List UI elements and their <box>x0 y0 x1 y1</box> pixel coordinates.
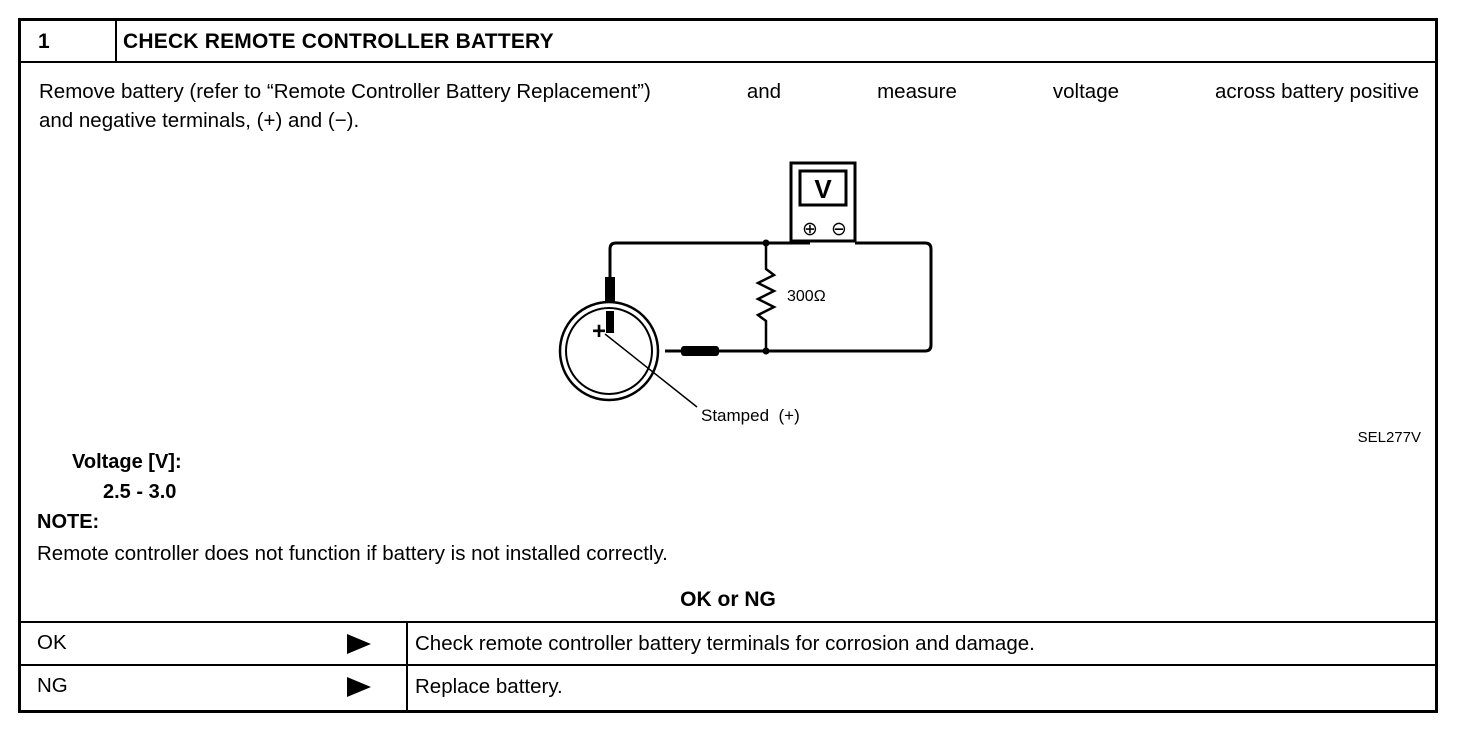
step-number: 1 <box>38 30 50 53</box>
note-label: NOTE: <box>37 511 100 533</box>
battery-inner <box>565 307 653 395</box>
voltage-spec-value: 2.5 - 3.0 <box>103 481 177 503</box>
result-ok-action: Check remote controller battery terminal… <box>415 632 1035 655</box>
result-ok-label: OK <box>37 631 67 654</box>
battery-plus-mark: + <box>592 318 606 345</box>
positive-wire <box>608 241 810 279</box>
voltmeter-display <box>798 169 848 207</box>
voltage-spec-label: Voltage [V]: <box>72 451 182 473</box>
resistor <box>755 243 777 351</box>
negative-wire <box>665 241 933 353</box>
note-text: Remote controller does not function if b… <box>37 542 668 565</box>
inspection-step-frame: 1 CHECK REMOTE CONTROLLER BATTERY Remove… <box>18 18 1438 713</box>
instruction-text: Remove battery (refer to “Remote Control… <box>39 77 1419 135</box>
instruction-line-1: Remove battery (refer to “Remote Control… <box>39 77 1419 106</box>
stamped-callout: Stamped (+) <box>701 406 800 425</box>
meter-minus-terminal: ⊖ <box>831 218 847 240</box>
negative-probe <box>681 346 719 356</box>
result-column-divider <box>406 621 408 710</box>
callout-leader <box>604 333 698 408</box>
instruction-line-2: and negative terminals, (+) and (−). <box>39 109 360 132</box>
result-heading: OK or NG <box>680 588 776 611</box>
instruction-word: voltage <box>1052 80 1119 103</box>
circuit-diagram: V ⊕ ⊖ 300Ω + Stamped (+) <box>558 161 933 425</box>
positive-probe <box>605 277 615 307</box>
instruction-word: across battery positive <box>1215 80 1419 103</box>
result-ng-label: NG <box>37 674 68 697</box>
result-row-divider <box>21 664 1435 666</box>
result-ng-action: Replace battery. <box>415 675 563 698</box>
voltmeter-letter: V <box>814 174 832 204</box>
result-row-divider <box>21 621 1435 623</box>
resistor-label: 300Ω <box>787 288 826 305</box>
header-divider <box>115 21 117 61</box>
instruction-word: and <box>746 80 782 103</box>
arrow-right-icon <box>347 634 371 654</box>
instruction-word: Remove battery (refer to “Remote Control… <box>39 80 651 103</box>
meter-plus-terminal: ⊕ <box>802 218 818 240</box>
instruction-word: measure <box>877 80 957 103</box>
figure-id: SEL277V <box>1357 429 1421 446</box>
battery-outer <box>558 300 660 402</box>
step-title: CHECK REMOTE CONTROLLER BATTERY <box>123 30 554 53</box>
arrow-right-icon <box>347 677 371 697</box>
header-separator <box>21 61 1435 63</box>
